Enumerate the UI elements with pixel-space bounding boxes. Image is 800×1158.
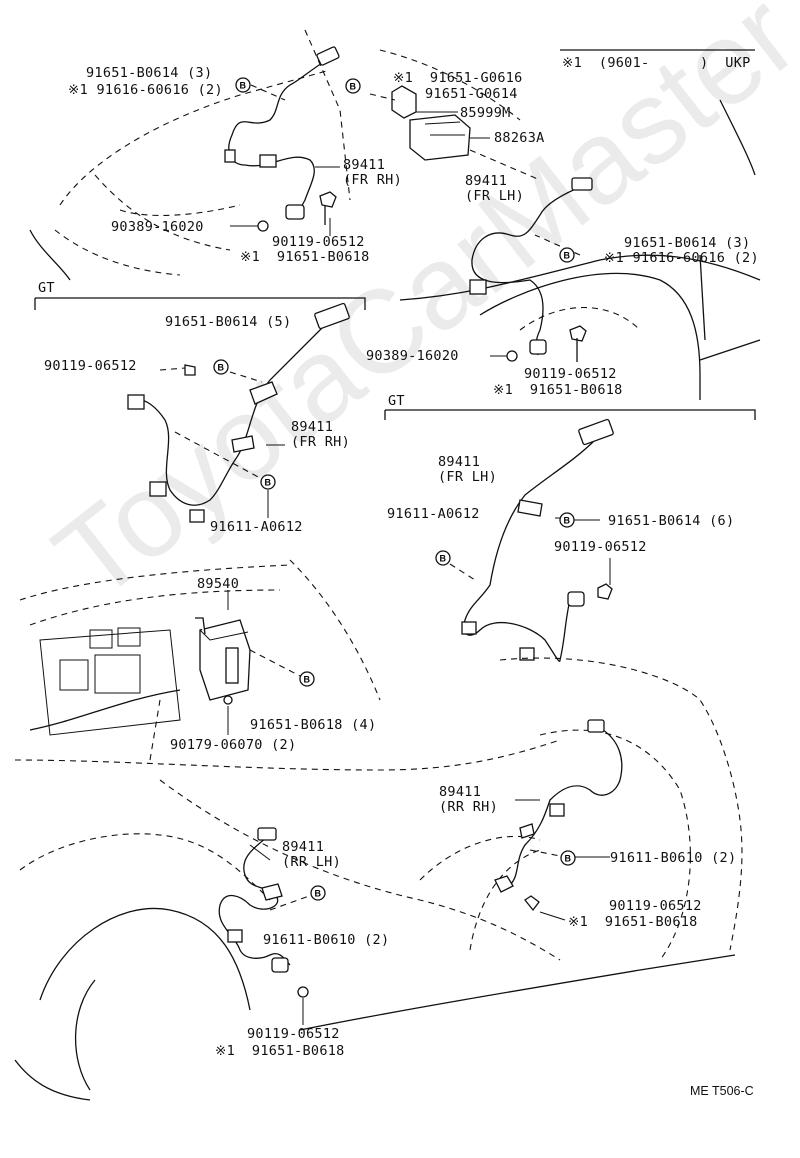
svg-text:B: B [240,81,247,91]
label-part: ※1 91651-B0618 [215,1043,345,1059]
label-part: 91651-B0614 (3) [624,235,751,251]
label-part: 91651-B0614 (5) [165,314,292,330]
label-part: ※1 91651-B0618 [568,914,698,930]
sensor-fr-rh-gt [127,302,350,523]
leaders-top-left [230,84,340,236]
bubble-b-05: B [260,474,276,490]
label-part: 90179-06070 (2) [170,737,297,753]
label-part: 89411 [343,157,386,173]
sensor-rr-rh [494,719,623,921]
label-gt: GT [38,280,55,296]
label-part: ※1 91651-G0616 [393,70,523,86]
bubble-b-07: B [435,550,451,566]
label-part: ※1 91616-60616 (2) [604,250,759,266]
label-part: 90119-06512 [272,234,365,250]
bubble-b-06: B [559,512,575,528]
label-part: 91651-B0614 (3) [86,65,213,81]
svg-text:B: B [440,554,447,564]
label-part: 89411 [439,784,482,800]
label-part: 89411 [465,173,508,189]
svg-text:B: B [304,675,311,685]
label-part: 91651-G0614 [425,86,518,102]
gt-box-left [34,297,366,310]
figure-code: ME T506-C [690,1084,754,1098]
bubble-b-10: B [310,885,326,901]
bubble-b-04: B [213,359,229,375]
label-part: 90389-16020 [366,348,459,364]
label-part: (FR RH) [343,172,402,188]
label-part: ※1 91616-60616 (2) [68,82,223,98]
label-part: 91611-A0612 [210,519,303,535]
label-part: 85999M [460,105,511,121]
sensor-rr-lh [218,827,313,1025]
svg-text:B: B [565,854,572,864]
label-part: 91611-B0610 (2) [610,850,737,866]
label-part: ※1 91651-B0618 [493,382,623,398]
label-part: 88263A [494,130,545,146]
body-outline-rear [14,657,743,1101]
body-outline-fr-rh [29,29,351,281]
body-outline-interior [14,559,561,771]
label-part: (FR LH) [438,469,497,485]
sensor-fr-rh [224,46,340,232]
bubble-b-09: B [560,850,576,866]
label-part: 89540 [197,576,240,592]
label-part: ※1 91651-B0618 [240,249,370,265]
relay-assembly [369,85,541,181]
gt-box-right [384,409,756,420]
label-part: (RR RH) [439,799,498,815]
label-part: 90119-06512 [44,358,137,374]
sensor-fr-lh-gt [449,418,614,662]
label-part: 91611-B0610 (2) [263,932,390,948]
label-part: 89411 [438,454,481,470]
svg-text:B: B [265,478,272,488]
label-part: 90119-06512 [524,366,617,382]
svg-text:B: B [564,516,571,526]
bubble-b-02: B [345,78,361,94]
svg-text:B: B [350,82,357,92]
label-part: 90389-16020 [111,219,204,235]
svg-text:B: B [315,889,322,899]
sensor-fr-lh [469,177,593,362]
label-part: 91611-A0612 [387,506,480,522]
label-part: (FR LH) [465,188,524,204]
label-part: 90119-06512 [554,539,647,555]
label-part: 91651-B0618 (4) [250,717,377,733]
body-outline-fr-lh [379,49,761,400]
bubble-markers: B B B B B B B B B B [213,77,576,901]
label-part: 91651-B0614 (6) [608,513,735,529]
label-part: 89411 [282,839,325,855]
bubble-b-03: B [559,247,575,263]
label-model-note: ※1 (9601- ) UKP [562,55,751,71]
label-part: (FR RH) [291,434,350,450]
bubble-b-08: B [299,671,315,687]
label-gt: GT [388,393,405,409]
svg-text:B: B [218,363,225,373]
svg-text:B: B [564,251,571,261]
label-part: 90119-06512 [247,1026,340,1042]
label-part: 90119-06512 [609,898,702,914]
abs-ecu-89540 [195,590,301,735]
bubble-b-01: B [235,77,251,93]
label-part: (RR LH) [282,854,341,870]
label-part: 89411 [291,419,334,435]
